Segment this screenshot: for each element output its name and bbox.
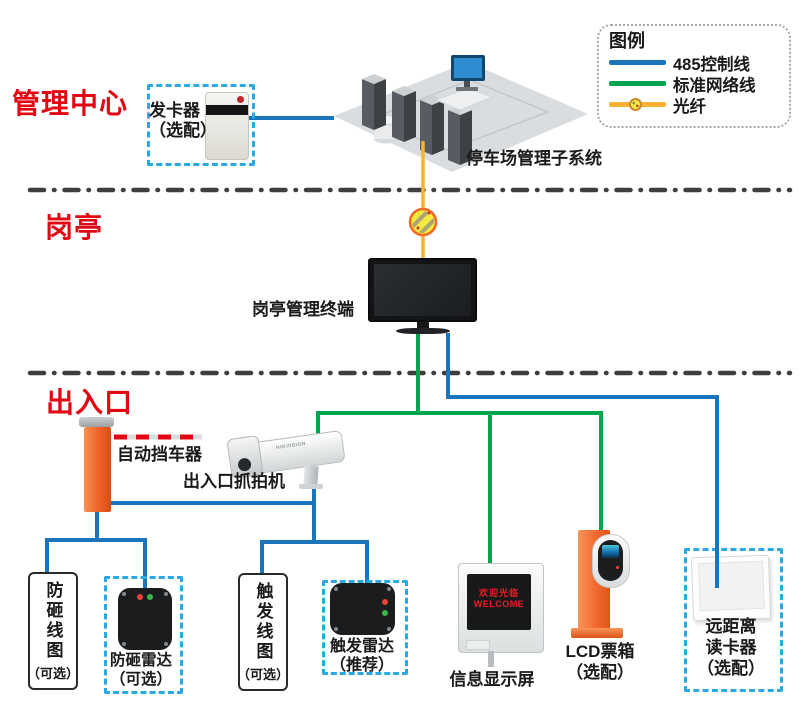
network-lines — [316, 332, 603, 567]
anti-smash-loop-label: 防砸线图 — [43, 580, 63, 661]
lcd-ticket-box-icon — [592, 534, 630, 588]
anti-smash-loop-box: 防砸线图 （可选） — [27, 572, 80, 690]
subsystem-monitor-icon — [451, 55, 485, 91]
card-dispenser-label: 发卡器 （选配） — [149, 101, 217, 140]
radar-led-green — [382, 610, 388, 616]
monitor-screen — [374, 264, 471, 316]
485-line-swatch — [609, 60, 666, 65]
server-tower-icon — [362, 74, 472, 165]
zone-title-entrance-exit: 出入口 — [46, 387, 134, 418]
485-control-lines — [45, 116, 369, 588]
info-display-pole — [488, 651, 494, 667]
brand-logo-icon — [237, 96, 244, 103]
reader-panel — [698, 560, 765, 612]
card-dispenser-optional-frame — [147, 84, 255, 166]
lcd-ticket-box-label: LCD票箱 （选配） — [565, 642, 635, 682]
info-screen-line1: 欢迎光临 — [478, 588, 519, 598]
trigger-loop-label: 触发线图 — [253, 581, 273, 662]
parking-subsystem-label: 停车场管理子系统 — [466, 149, 602, 168]
trigger-loop-note: （可选） — [237, 666, 290, 682]
card-slot — [206, 105, 248, 115]
trigger-loop-box: 触发线图 （可选） — [237, 573, 290, 691]
trigger-radar-label: 触发雷达 （推荐） — [329, 638, 394, 674]
legend: 图例 485控制线 标准网络线 光纤 — [597, 24, 791, 128]
info-display-icon: 欢迎光临 WELCOME — [458, 563, 544, 653]
info-display-drawer — [466, 640, 490, 650]
fiber-node-mini-icon — [629, 98, 642, 112]
network-line-swatch — [609, 81, 666, 86]
zone-title-guard-booth: 岗亭 — [45, 212, 104, 243]
auto-barrier-icon — [84, 427, 111, 512]
capture-camera-icon: HIKVISION — [226, 426, 350, 492]
monitor-neck — [417, 322, 429, 329]
legend-title: 图例 — [609, 31, 645, 51]
anti-smash-loop-note: （可选） — [27, 665, 80, 681]
lcd-screen — [602, 545, 619, 558]
radar-led-green — [147, 594, 153, 600]
lcd-face — [598, 540, 623, 581]
info-display-label: 信息显示屏 — [449, 670, 535, 689]
lcd-ticket-box-base — [571, 628, 623, 638]
booth-terminal-label: 岗亭管理终端 — [252, 300, 354, 319]
anti-smash-radar-icon — [118, 588, 172, 650]
monitor-base — [396, 328, 450, 334]
reader-optional-frame — [684, 548, 783, 692]
legend-item-fiber: 光纤 — [609, 94, 781, 116]
info-display-screen: 欢迎光临 WELCOME — [467, 574, 531, 630]
trigger-radar-icon — [330, 583, 395, 635]
legend-item-485: 485控制线 — [609, 52, 781, 74]
lcd-button — [616, 566, 619, 569]
zone-title-management-center: 管理中心 — [12, 88, 129, 119]
camera-lens-icon — [237, 457, 252, 472]
barrier-cap — [79, 417, 114, 427]
card-dispenser-icon — [205, 92, 249, 160]
radar-led-red — [382, 599, 388, 605]
fiber-line-swatch — [609, 98, 666, 112]
auto-barrier-label: 自动挡车器 — [117, 445, 202, 464]
legend-item-network: 标准网络线 — [609, 73, 781, 95]
fiber-node-icon — [408, 207, 438, 237]
capture-camera-label: 出入口抓拍机 — [183, 472, 285, 491]
radar-led-red — [137, 594, 143, 600]
info-screen-line2: WELCOME — [473, 599, 525, 609]
fiber-line — [408, 141, 438, 260]
booth-terminal-monitor-icon — [368, 258, 477, 322]
anti-smash-radar-label: 防砸雷达 （可选） — [109, 652, 172, 688]
long-range-reader-label: 远距离 读卡器 （选配） — [697, 617, 765, 678]
camera-foot — [299, 484, 323, 489]
long-range-reader-icon — [690, 554, 772, 622]
